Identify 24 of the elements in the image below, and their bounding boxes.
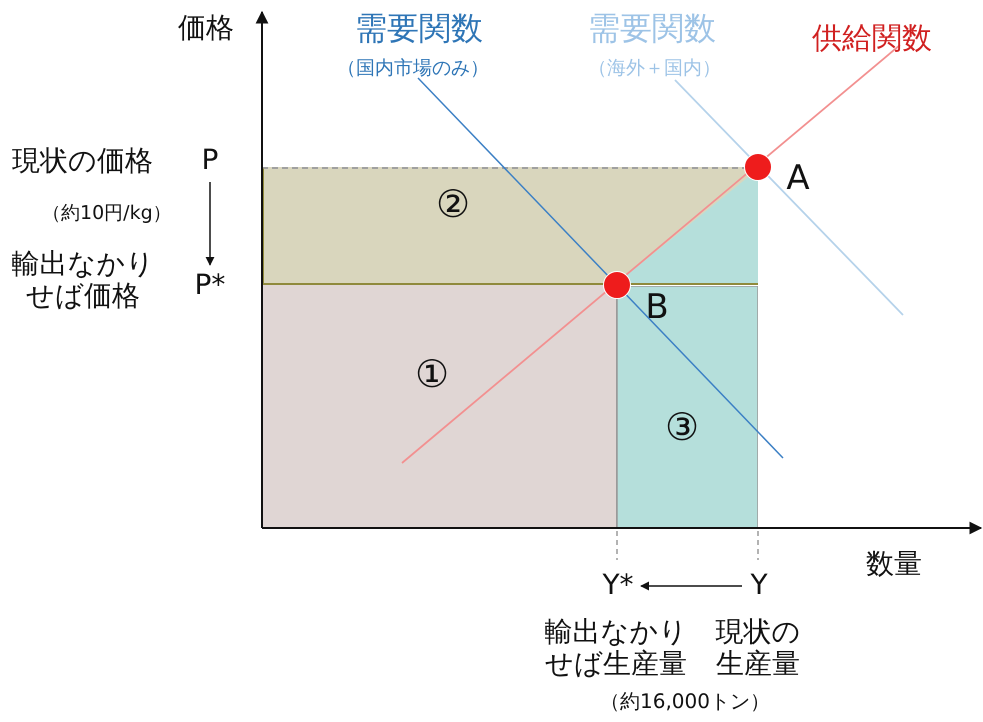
axis-value-label: Y	[745, 568, 773, 604]
axis-title: 数量	[866, 548, 922, 580]
price-note: （約10円/kg）	[42, 203, 172, 225]
shaded-area: ②	[262, 167, 758, 285]
arrow	[206, 182, 214, 266]
price-label: 現状の価格	[12, 145, 153, 178]
point-label: A	[784, 160, 812, 196]
axis-value-label: Y*	[598, 568, 638, 604]
axis-title: 価格	[178, 12, 234, 44]
curve-label: 需要関数	[355, 10, 483, 47]
curve-note: （海外＋国内）	[588, 58, 721, 80]
price-label: 輸出なかりせば価格	[10, 248, 156, 312]
arrow	[640, 582, 742, 590]
axis-value-label: P	[196, 143, 224, 179]
curve-label: 供給関数	[812, 22, 932, 56]
curve-note: （国内市場のみ）	[337, 58, 489, 80]
point-label: B	[643, 289, 671, 325]
shaded-area: ①	[262, 285, 617, 528]
quantity-label: 輸出なかりせば生産量	[544, 616, 688, 680]
curve-label: 需要関数	[588, 10, 716, 47]
axis-value-label: P*	[190, 268, 230, 304]
quantity-note: （約16,000トン）	[600, 690, 770, 713]
shaded-area: ③ B	[617, 286, 758, 528]
quantity-label: 現状の生産量	[714, 616, 802, 680]
